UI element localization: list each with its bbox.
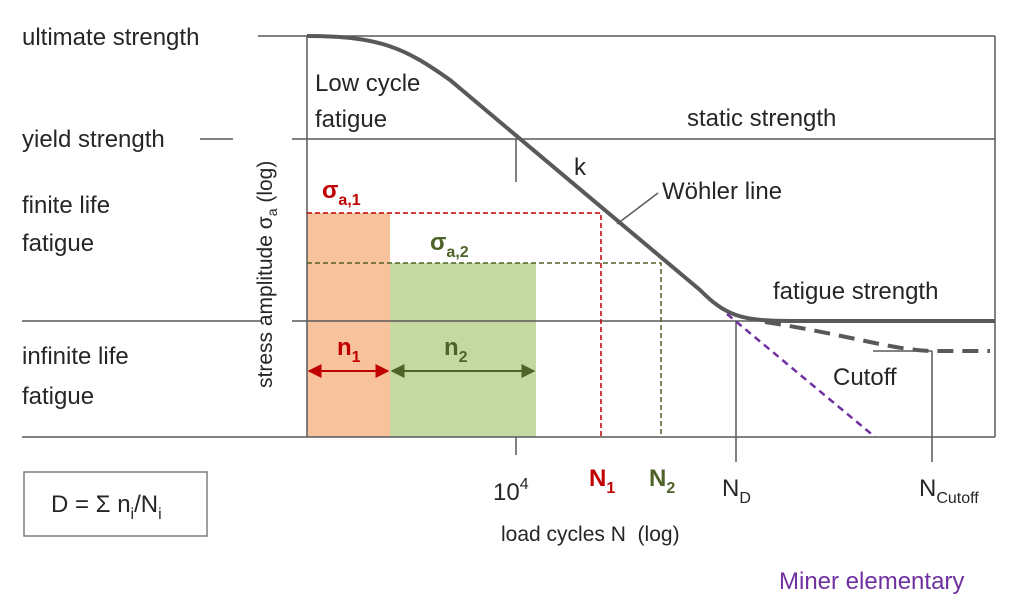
miner-elementary-label: Miner elementary <box>779 568 964 595</box>
n1-cycles-label: N1 <box>589 465 615 497</box>
ncutoff-label: NCutoff <box>919 475 979 507</box>
infinite-life-fatigue-label: fatigue <box>22 383 94 410</box>
static-strength-label: static strength <box>687 105 836 132</box>
sigma-a2-label: σa,2 <box>430 229 469 261</box>
finite-life-label: finite life <box>22 192 110 219</box>
n2-cycles-label: N2 <box>649 465 675 497</box>
tick-10-4: 104 <box>493 476 529 506</box>
n2-block <box>390 263 536 437</box>
slope-k-label: k <box>574 154 587 181</box>
fatigue-strength-label: fatigue strength <box>773 278 938 305</box>
finite-life-fatigue-label: fatigue <box>22 230 94 257</box>
sigma-a1-dashed <box>307 212 602 437</box>
y-axis-label: stress amplitude σa (log) <box>254 161 280 388</box>
infinite-life-label: infinite life <box>22 343 129 370</box>
nd-label: ND <box>722 475 751 507</box>
grid-lines <box>22 35 996 462</box>
damage-formula-box <box>23 471 208 537</box>
miner-elementary-line <box>726 313 876 438</box>
cutoff-label: Cutoff <box>833 364 897 391</box>
woehler-line <box>306 34 995 323</box>
low-cycle-label: Low cycle <box>315 70 420 97</box>
sigma-a1-label: σa,1 <box>322 177 361 209</box>
damage-formula: D = Σ ni/Ni <box>51 491 162 523</box>
n1-block <box>307 213 390 437</box>
sigma-a2-dashed <box>307 262 662 437</box>
n2-label: n2 <box>444 334 468 366</box>
woehler-label-leader <box>616 192 659 225</box>
x-axis-label: load cycles N (log) <box>501 523 680 546</box>
yield-strength-label: yield strength <box>22 126 165 153</box>
ultimate-strength-label: ultimate strength <box>22 24 199 51</box>
n1-label: n1 <box>337 334 361 366</box>
woehler-line-label: Wöhler line <box>662 178 782 205</box>
cutoff-line <box>764 320 990 353</box>
low-cycle-fatigue-label: fatigue <box>315 106 387 133</box>
